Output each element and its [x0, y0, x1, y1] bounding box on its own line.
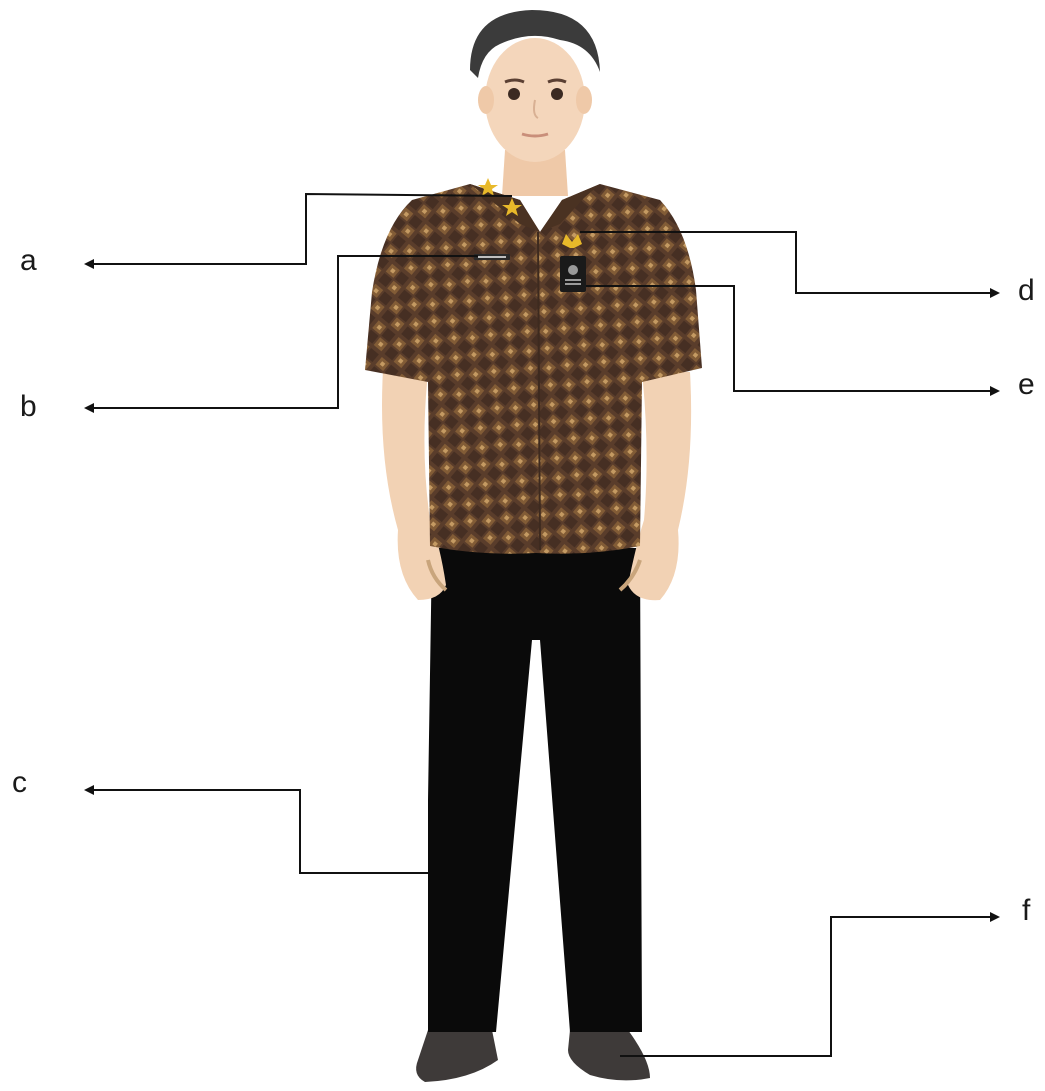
callout-line-d: [580, 231, 1000, 298]
neck: [502, 150, 568, 196]
head: [470, 10, 600, 162]
callout-label-d: d: [1018, 274, 1035, 307]
callout-lines: [84, 192, 1000, 1057]
callout-line-c: [84, 785, 428, 874]
callout-line-e: [586, 285, 1000, 396]
emblem-icon: [562, 234, 582, 248]
callout-line-a: [84, 192, 513, 269]
callout-label-a: a: [20, 244, 37, 277]
name-tag-icon: [474, 254, 510, 260]
trousers: [428, 548, 642, 1032]
callout-label-e: e: [1018, 368, 1035, 401]
callout-label-b: b: [20, 390, 37, 423]
id-card-icon: [560, 256, 586, 292]
callout-label-f: f: [1022, 894, 1031, 927]
shoes: [416, 1030, 650, 1082]
callout-label-c: c: [12, 766, 27, 799]
rank-star-icon: [478, 178, 522, 216]
callout-line-f: [620, 912, 1000, 1057]
callout-line-b: [84, 255, 478, 413]
